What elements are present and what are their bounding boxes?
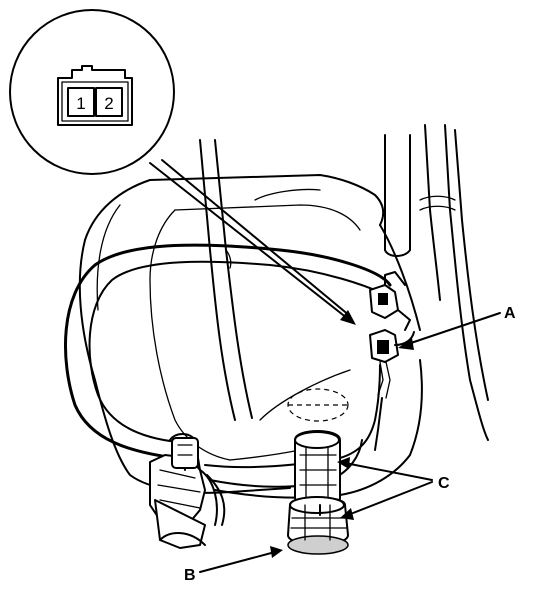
hose-loop bbox=[63, 243, 396, 460]
callout-b-label: B bbox=[184, 567, 196, 584]
frame-pipes bbox=[384, 124, 489, 441]
fuel-tank bbox=[78, 174, 421, 494]
callout-a-arrow bbox=[398, 312, 501, 350]
inset-leader bbox=[149, 159, 356, 325]
connector-a bbox=[369, 271, 415, 451]
vertical-rod bbox=[199, 139, 253, 421]
callout-b-arrow bbox=[199, 546, 283, 573]
inset-pin-2-label: 2 bbox=[104, 94, 113, 113]
callout-c-label: C bbox=[438, 475, 450, 492]
fuel-pump-canister bbox=[287, 430, 349, 555]
callout-c-arrows bbox=[337, 457, 433, 520]
inset-pin-1-label: 1 bbox=[76, 94, 85, 113]
hose-clamp-left bbox=[149, 433, 226, 549]
connector-inset: 1 2 bbox=[9, 9, 175, 175]
callout-a-label: A bbox=[504, 305, 516, 322]
tank-dashed-circle bbox=[287, 388, 349, 422]
